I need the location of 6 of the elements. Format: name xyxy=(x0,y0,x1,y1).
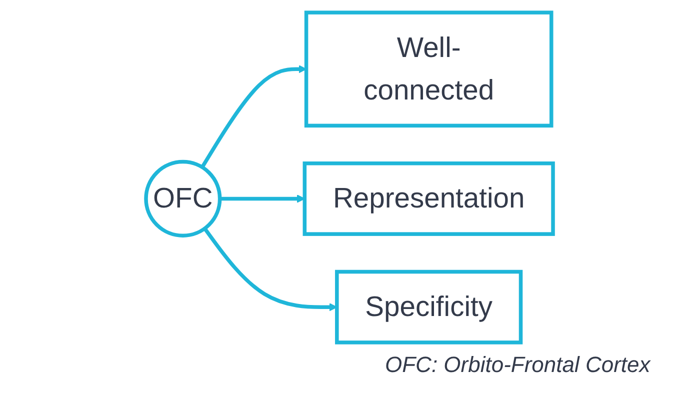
footnote: OFC: Orbito-Frontal Cortex xyxy=(385,352,652,378)
node-circle: OFC xyxy=(144,160,222,238)
arrow xyxy=(220,194,306,203)
node-box: Well-connected xyxy=(304,10,554,128)
node-box: Representation xyxy=(302,161,555,236)
node-box: Specificity xyxy=(335,270,523,344)
